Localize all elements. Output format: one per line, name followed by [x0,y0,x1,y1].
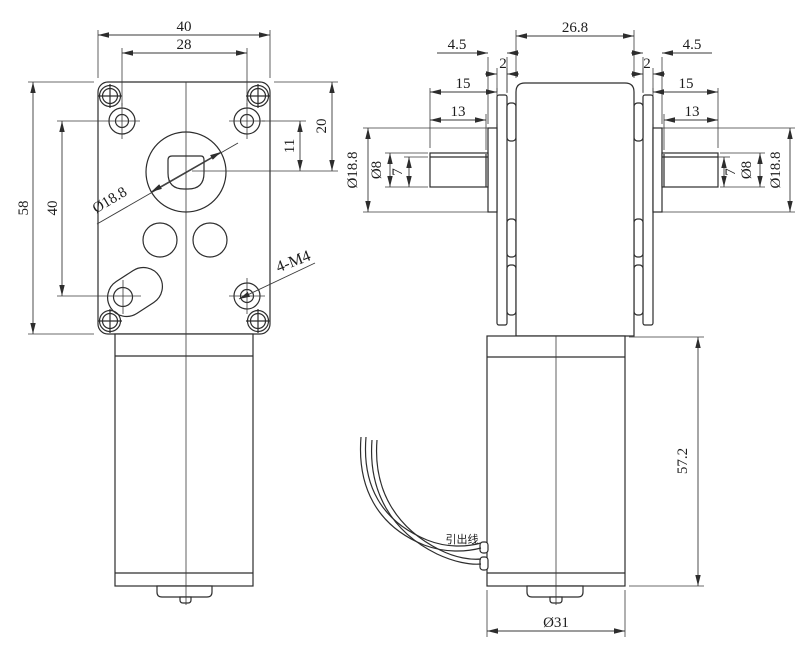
mounting-plate-edge-left [496,94,508,326]
screw-bosses [506,102,644,316]
dim-label-shaft-length-right: 15 [679,76,694,92]
dim-side-shaft-diameter-right: Ø8 [720,152,765,188]
wire-terminal [479,541,489,554]
dim-front-overall-width: 40 [97,19,271,78]
label-lead-wire: 引出线 [446,532,479,546]
dim-label-overall-height: 58 [16,201,32,216]
dim-label-shaft-diameter-left: Ø8 [369,161,385,179]
output-hub-left [487,127,498,213]
side-view: 引出线 26.8 4.5 4.5 2 [345,20,795,637]
endcap-nub [179,596,192,604]
dim-side-plate-right: 2 [631,56,665,92]
motor-endcap [156,585,213,598]
dim-side-flat-width-left: 7 [390,156,428,187]
dim-label-shaft-from-holes: 11 [282,139,298,153]
dim-label-motor-diameter: Ø31 [543,615,569,631]
dim-label-plate-left: 2 [499,56,507,72]
mounting-hole [104,103,140,139]
dim-label-body-depth: 26.8 [562,20,588,36]
dim-front-hole-spacing-width: 28 [121,37,248,106]
dim-label-hole-spacing-width: 28 [177,37,192,53]
motor-endcap-side [526,585,584,598]
dim-side-hub-diameter-left: Ø18.8 [345,127,488,213]
dim-side-shaft-diameter-left: Ø8 [369,152,428,188]
dim-side-shaft-length-left: 15 [429,76,498,148]
output-shaft-hole [167,155,205,190]
dim-side-motor-diameter: Ø31 [486,590,626,637]
corner-screw [98,84,122,108]
dim-label-flat-width-right: 7 [723,168,739,176]
dim-label-boss-left: 4.5 [448,37,467,53]
motor-front-outline [114,333,254,604]
dim-front-hole-spacing-height: 40 [45,120,106,297]
gear-boss-circle [145,131,227,213]
dim-front-overall-height: 58 [16,81,94,335]
mounting-hole [229,103,265,139]
lead-wires: 引出线 [359,436,489,571]
dim-label-hub-diameter-left: Ø18.8 [345,151,361,188]
mounting-plate-edge-right [642,94,654,326]
dim-side-plate-left: 2 [485,56,519,92]
corner-screws [98,84,270,333]
dim-label-shaft-length-left: 15 [456,76,471,92]
dim-label-hub-diameter-right: Ø18.8 [768,151,784,188]
idler-circle [142,222,178,258]
dim-side-flat-width-right: 7 [718,156,739,187]
wire-terminal [479,556,489,571]
dim-label-shaft-from-top: 20 [314,119,330,134]
dim-side-flat-length-left: 13 [430,104,487,150]
output-shaft-right [661,152,719,188]
dim-side-body-depth: 26.8 [515,20,635,78]
dim-side-hub-diameter-right: Ø18.8 [662,127,795,213]
corner-screw [246,84,270,108]
dim-label-plate-right: 2 [643,56,651,72]
dim-label-flat-length-left: 13 [451,104,466,120]
dim-label-flat-length-right: 13 [685,104,700,120]
gearbox-side-body [515,82,635,337]
front-view: 40 28 58 40 20 11 [16,19,338,605]
corner-screw [246,309,270,333]
dim-front-shaft-from-holes: 11 [262,120,306,171]
dim-side-flat-length-right: 13 [663,104,718,150]
dim-label-shaft-diameter-right: Ø8 [739,161,755,179]
dim-side-shaft-length-right: 15 [652,76,719,148]
dim-label-motor-length: 57.2 [675,448,691,474]
dim-front-shaft-from-top: 20 [192,81,338,172]
dim-label-hole-spacing-height: 40 [45,201,61,216]
corner-screw [98,309,122,333]
output-shaft-left [429,152,489,188]
dim-label-thread-callout: 4-M4 [274,247,313,276]
dim-label-flat-width-left: 7 [390,168,406,176]
dim-label-overall-width: 40 [177,19,192,35]
dim-label-boss-right: 4.5 [683,37,702,53]
idler-circle [192,222,228,258]
slot-hole [106,266,163,318]
dim-side-motor-length: 57.2 [629,336,704,587]
output-hub-right [652,127,663,213]
